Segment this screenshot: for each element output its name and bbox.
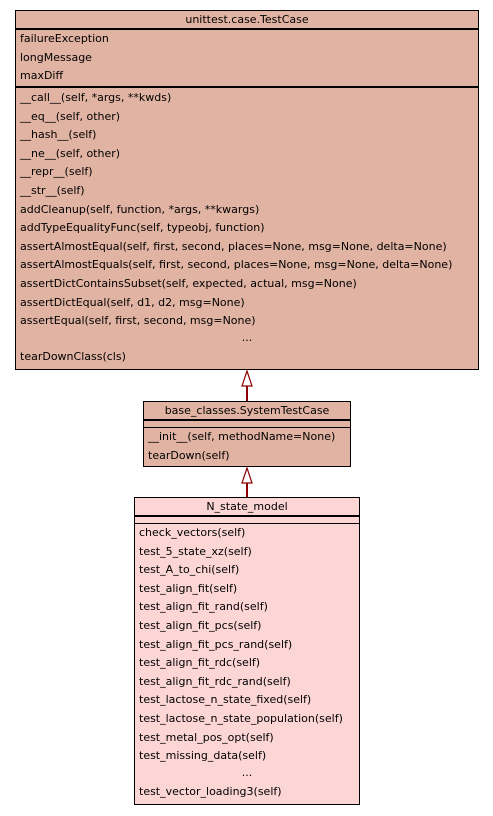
method: assertDictContainsSubset(self, expected,… bbox=[20, 276, 357, 290]
class-systemtestcase[interactable]: base_classes.SystemTestCase __init__(sel… bbox=[143, 401, 351, 467]
methods-section: __init__(self, methodName=None) tearDown… bbox=[144, 427, 350, 465]
method: tearDownClass(cls) bbox=[20, 349, 126, 363]
method: assertDictEqual(self, d1, d2, msg=None) bbox=[20, 295, 245, 309]
method: test_5_state_xz(self) bbox=[139, 544, 252, 558]
method: test_align_fit(self) bbox=[139, 581, 238, 595]
method: check_vectors(self) bbox=[139, 526, 246, 539]
method: assertAlmostEqual(self, first, second, p… bbox=[20, 239, 447, 253]
method: test_align_fit_rdc_rand(self) bbox=[139, 674, 291, 688]
class-testcase[interactable]: unittest.case.TestCase failureException … bbox=[15, 10, 479, 370]
method: assertEqual(self, first, second, msg=Non… bbox=[20, 314, 256, 328]
method: __eq__(self, other) bbox=[20, 109, 121, 123]
attribute: maxDiff bbox=[20, 69, 64, 83]
class-title: base_classes.SystemTestCase bbox=[144, 402, 350, 420]
attributes-section: failureException longMessage maxDiff bbox=[16, 29, 478, 86]
method: test_align_fit_rdc(self) bbox=[139, 656, 261, 670]
attribute: failureException bbox=[20, 32, 109, 45]
attribute: longMessage bbox=[20, 50, 92, 64]
method: addTypeEqualityFunc(self, typeobj, funct… bbox=[20, 221, 265, 235]
inheritance-edge-systemtestcase-to-testcase bbox=[241, 369, 253, 401]
method: test_missing_data(self) bbox=[139, 749, 267, 763]
method: test_lactose_n_state_fixed(self) bbox=[139, 693, 312, 707]
method: test_lactose_n_state_population(self) bbox=[139, 711, 343, 725]
method: test_metal_pos_opt(self) bbox=[139, 730, 274, 744]
attributes-section bbox=[144, 420, 350, 427]
method: test_align_fit_pcs(self) bbox=[139, 618, 262, 632]
attributes-section bbox=[135, 516, 359, 523]
method: __init__(self, methodName=None) bbox=[148, 430, 336, 443]
ellipsis: ... bbox=[241, 765, 253, 779]
method: test_vector_loading3(self) bbox=[139, 784, 282, 798]
method: test_A_to_chi(self) bbox=[139, 563, 240, 577]
method: tearDown(self) bbox=[148, 448, 230, 462]
methods-section: check_vectors(self) test_5_state_xz(self… bbox=[135, 523, 359, 801]
method: __repr__(self) bbox=[20, 165, 93, 179]
method: __hash__(self) bbox=[20, 128, 97, 142]
method: assertAlmostEquals(self, first, second, … bbox=[20, 258, 453, 272]
class-title: N_state_model bbox=[135, 498, 359, 516]
inheritance-edge-nstatemodel-to-systemtestcase bbox=[241, 466, 253, 497]
method: __ne__(self, other) bbox=[20, 146, 121, 160]
class-n-state-model[interactable]: N_state_model check_vectors(self) test_5… bbox=[134, 497, 360, 805]
method: __str__(self) bbox=[20, 183, 85, 197]
ellipsis: ... bbox=[241, 330, 253, 344]
method: test_align_fit_pcs_rand(self) bbox=[139, 637, 293, 651]
class-title: unittest.case.TestCase bbox=[16, 11, 478, 29]
method: test_align_fit_rand(self) bbox=[139, 600, 268, 614]
method: __call__(self, *args, **kwds) bbox=[20, 91, 172, 104]
method: addCleanup(self, function, *args, **kwar… bbox=[20, 202, 260, 216]
methods-section: __call__(self, *args, **kwds) __eq__(sel… bbox=[16, 86, 478, 366]
